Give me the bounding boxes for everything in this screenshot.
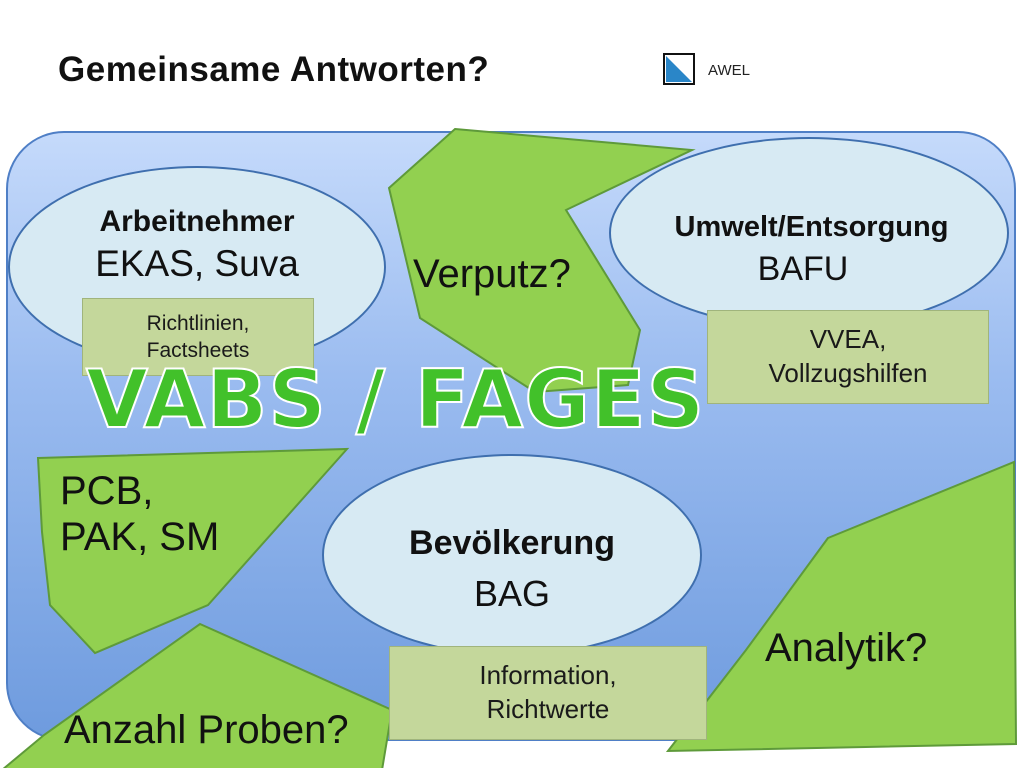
umwelt-ellipse: Umwelt/Entsorgung BAFU [609,137,1009,329]
pcb-line-1: PCB, [60,469,154,513]
pcb-line-2: PAK, SM [60,515,220,559]
vvea-line-1: VVEA, [809,324,887,355]
page-title: Gemeinsame Antworten? [58,50,490,89]
anzahl-proben-label: Anzahl Proben? [64,708,349,752]
anzahl-proben-shape [2,622,394,768]
bevoelkerung-sub: BAG [473,573,551,614]
vvea-line-2: Vollzugshilfen [768,358,928,388]
information-note: Information, Richtwerte [389,646,707,740]
richtlinien-note: Richtlinien, Factsheets [82,298,314,376]
verputz-label: Verputz? [413,252,571,296]
verputz-shape [387,127,696,394]
logo-text: AWEL [708,62,750,79]
pcb-shape [36,447,350,655]
pcb-label: PCB, PAK, SM [60,468,219,560]
awel-logo-icon [663,53,695,85]
umwelt-heading: Umwelt/Entsorgung [674,211,949,243]
richtlinien-line-2: Factsheets [146,339,250,362]
vabs-fages-title: VABS / FAGES [85,353,706,446]
arbeitnehmer-sub: EKAS, Suva [95,243,299,284]
vvea-note: VVEA, Vollzugshilfen [707,310,989,404]
arbeitnehmer-heading: Arbeitnehmer [99,205,295,238]
information-line-2: Richtwerte [486,694,610,724]
umwelt-sub: BAFU [757,250,849,288]
analytik-label: Analytik? [765,626,928,670]
information-line-1: Information, [479,660,617,691]
analytik-shape [665,460,1018,753]
bevoelkerung-heading: Bevölkerung [409,524,615,562]
bevoelkerung-ellipse: Bevölkerung BAG [322,454,702,656]
richtlinien-line-1: Richtlinien, [146,311,250,335]
